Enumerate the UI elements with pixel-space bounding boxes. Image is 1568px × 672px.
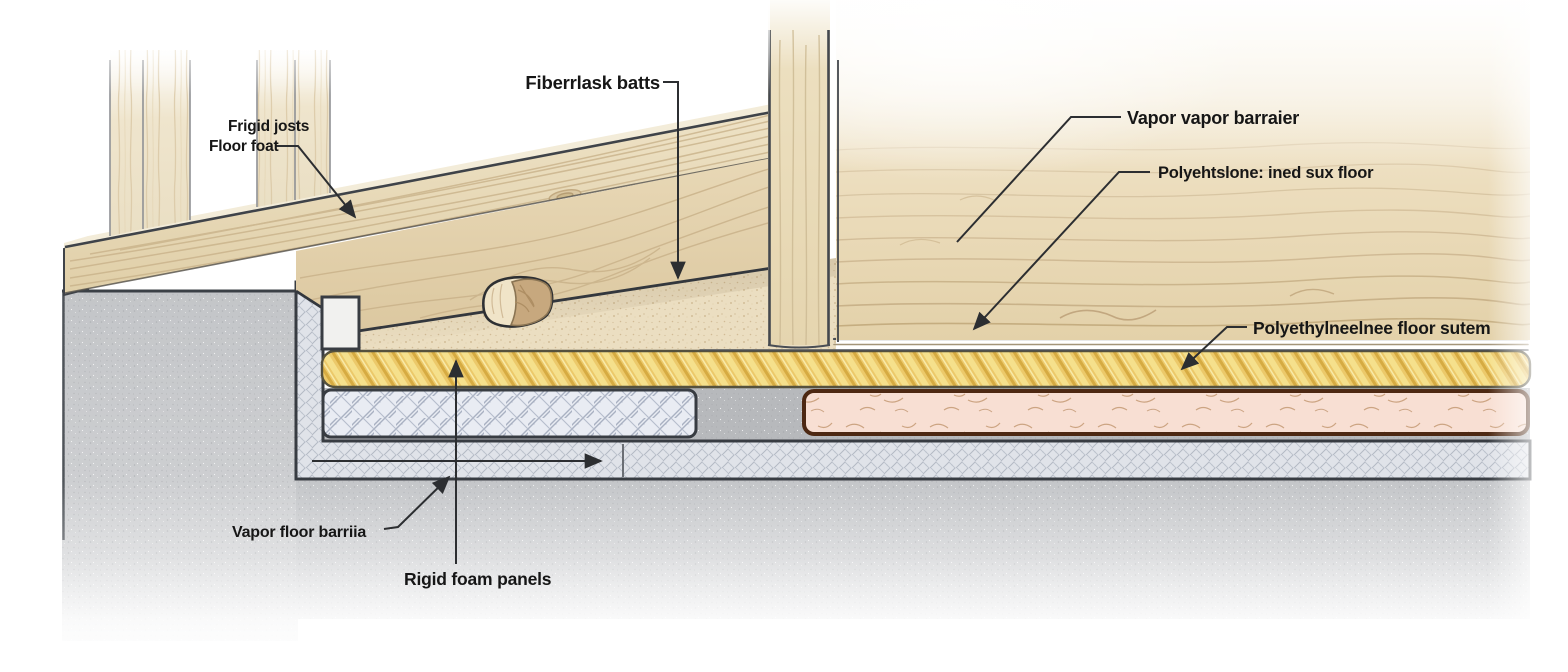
- leader-fiberglass-batts: [663, 81, 686, 280]
- label-vapor-barrier: Vapor vapor barraier: [1127, 108, 1299, 128]
- labels: Fiberrlask batts Frigid josts Floor foat…: [209, 72, 1491, 589]
- post-bottom-edge: [767, 344, 831, 349]
- label-fiberglass-batts: Fiberrlask batts: [525, 72, 660, 93]
- fade-bottom: [0, 480, 1568, 660]
- fiberglass-layer: [320, 349, 1532, 389]
- label-rigid-joists: Frigid josts: [228, 118, 309, 135]
- leader-vapor-floor-barrier: [383, 475, 451, 530]
- label-poly-floor-system: Polyethylneelnee floor sutem: [1253, 318, 1491, 338]
- beam-front-face: [65, 112, 772, 293]
- foam-middle-block: [321, 388, 698, 439]
- leader-poly-floor-system: [1180, 326, 1247, 371]
- joist-side-face: [296, 158, 772, 331]
- fade-top: [0, 0, 770, 95]
- subfloor-panel: [836, 0, 1530, 342]
- leader-vapor-barrier: [956, 116, 1121, 243]
- label-floor-float: Floor foat: [209, 138, 278, 155]
- label-rigid-foam-panels: Rigid foam panels: [404, 569, 552, 589]
- leader-floor-float: [276, 145, 357, 219]
- fade-right: [1488, 0, 1568, 672]
- sand-infill: [358, 258, 836, 351]
- nailer-notch: [320, 295, 361, 351]
- leader-lines: [276, 81, 1247, 564]
- label-vapor-floor-barrier: Vapor floor barriia: [232, 524, 366, 541]
- leader-poly-subfloor: [972, 171, 1150, 331]
- wood-log: [482, 275, 554, 328]
- label-poly-subfloor: Polyehtslone: ined sux floor: [1158, 164, 1374, 182]
- center-post: [767, 0, 831, 349]
- post-grain: [778, 29, 821, 345]
- rim-joist-beam: [63, 104, 773, 333]
- pink-foam-panel: [802, 389, 1530, 436]
